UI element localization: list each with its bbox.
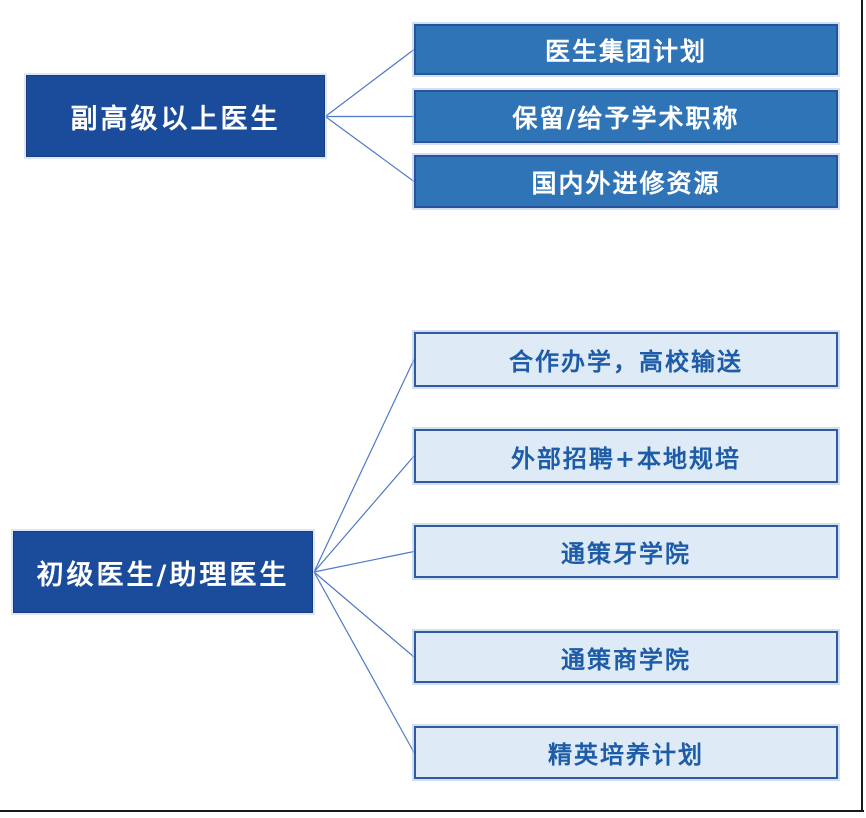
connector-line [313,455,415,573]
node-label: 通策商学院 [561,645,691,674]
frame-border-bottom [0,810,864,812]
node-doctor-group-plan: 医生集团计划 [414,24,838,75]
node-label: 医生集团计划 [544,36,707,66]
node-external-recruitment: 外部招聘+本地规培 [414,429,838,483]
node-junior-doctors: 初级医生/助理医生 [13,531,313,613]
node-label: 保留/给予学术职称 [512,103,740,133]
node-label: 国内外进修资源 [531,168,721,198]
node-dental-college: 通策牙学院 [414,525,838,578]
frame-border-right [861,0,863,812]
node-label: 合作办学，高校输送 [509,348,743,376]
node-label: 精英培养计划 [548,741,704,769]
node-cooperative-education: 合作办学，高校输送 [414,332,838,387]
node-training-resources: 国内外进修资源 [414,155,838,208]
node-label: 通策牙学院 [561,540,691,568]
node-label: 副高级以上医生 [70,103,281,135]
connector-line [313,571,415,658]
connector-line [325,49,415,117]
connector-line [325,116,415,182]
node-senior-doctors: 副高级以上医生 [26,75,325,157]
connector-line [313,359,415,573]
node-academic-titles: 保留/给予学术职称 [414,90,838,143]
node-business-school: 通策商学院 [414,631,838,683]
connector-line [313,571,415,753]
node-label: 外部招聘+本地规培 [510,444,742,473]
connector-line [313,550,415,573]
node-label: 初级医生/助理医生 [36,559,290,591]
node-elite-program: 精英培养计划 [414,726,838,779]
